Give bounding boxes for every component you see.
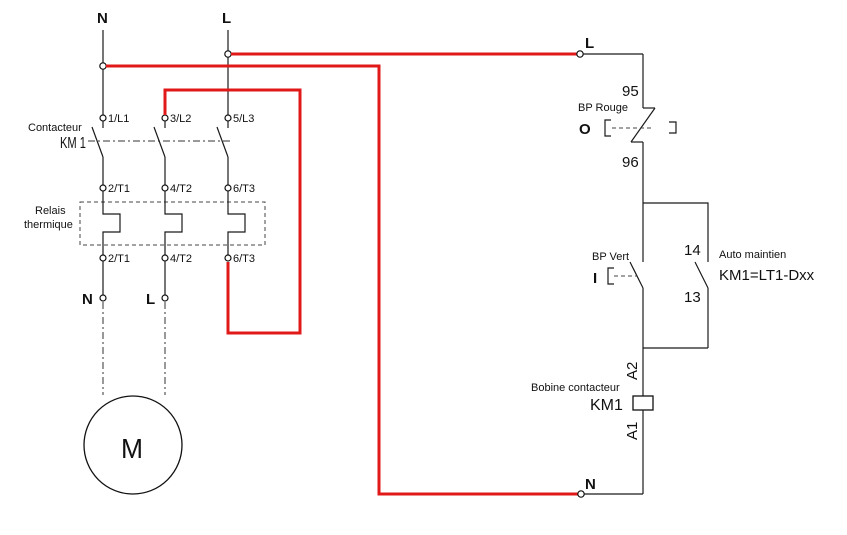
hold-contact-bottom-label: 13 [684,289,701,306]
control-circuit: L 95 BP Rouge O 96 BP Vert I [531,35,815,498]
terminal-1-l1 [99,114,107,122]
terminal-2-t1-out [99,254,107,262]
hold-label: Auto maintien [719,249,786,261]
control-n-label: N [585,476,596,493]
stop-contact-bottom-label: 96 [622,154,639,171]
coil-a1-label: A1 [624,422,641,440]
terminal-label-5-l3: 5/L3 [233,113,254,125]
hold-branch-top [643,202,709,262]
motor-label: M [121,433,143,464]
red-wire-n [106,64,578,496]
supply-n-label: N [97,10,108,27]
power-circuit: N L 1/L1 3/L2 5/L3 Contacteur KM 1 [24,10,266,495]
output-n-label: N [82,291,93,308]
coil-a2-label: A2 [624,362,641,380]
thermal-elements [102,191,246,255]
terminal-6-t3 [224,184,232,192]
terminal-5-l3 [224,114,232,122]
hold-contact-top-label: 14 [684,242,701,259]
stop-button-contact [604,107,677,200]
supply-l-label: L [222,10,231,27]
terminal-label-1-l1: 1/L1 [108,113,129,125]
terminal-label-6-t3-out: 6/T3 [233,253,255,265]
thermal-relay-label-1: Relais [35,205,66,217]
control-l-terminal [576,50,584,58]
start-button-symbol: I [593,270,597,287]
hold-contact [694,261,709,348]
terminal-4-t2 [161,184,169,192]
thermal-relay-box [79,201,266,246]
terminal-6-t3-out [224,254,232,262]
highlighted-wires [106,52,578,496]
stop-contact-top-label: 95 [622,83,639,100]
stop-button-symbol: O [579,121,591,138]
coil-name: KM1 [590,397,623,414]
contactor-label: Contacteur [28,122,82,134]
stop-button-label: BP Rouge [578,102,628,114]
control-n-terminal [577,490,585,498]
start-button-contact [607,240,644,348]
motor-symbol [83,395,183,495]
contactor-name: KM 1 [60,135,86,152]
output-l-label: L [146,291,155,308]
terminal-label-3-l2: 3/L2 [170,113,191,125]
terminal-label-6-t3: 6/T3 [233,183,255,195]
contactor-poles [91,121,229,185]
coil-label: Bobine contacteur [531,382,620,394]
hold-reference: KM1=LT1-Dxx [719,267,815,284]
thermal-relay-label-2: thermique [24,219,73,231]
terminal-3-l2 [161,114,169,122]
terminal-label-4-t2: 4/T2 [170,183,192,195]
terminal-4-t2-out [161,254,169,262]
red-wire-loop [163,88,302,335]
output-l-terminal [161,294,169,302]
node-n [99,62,107,70]
terminal-label-4-t2-out: 4/T2 [170,253,192,265]
start-button-label: BP Vert [592,251,629,263]
node-l [224,50,232,58]
terminal-label-2-t1: 2/T1 [108,183,130,195]
terminal-label-2-t1-out: 2/T1 [108,253,130,265]
coil-symbol [632,395,654,411]
control-l-label: L [585,35,594,52]
terminal-2-t1 [99,184,107,192]
output-n-terminal [99,294,107,302]
